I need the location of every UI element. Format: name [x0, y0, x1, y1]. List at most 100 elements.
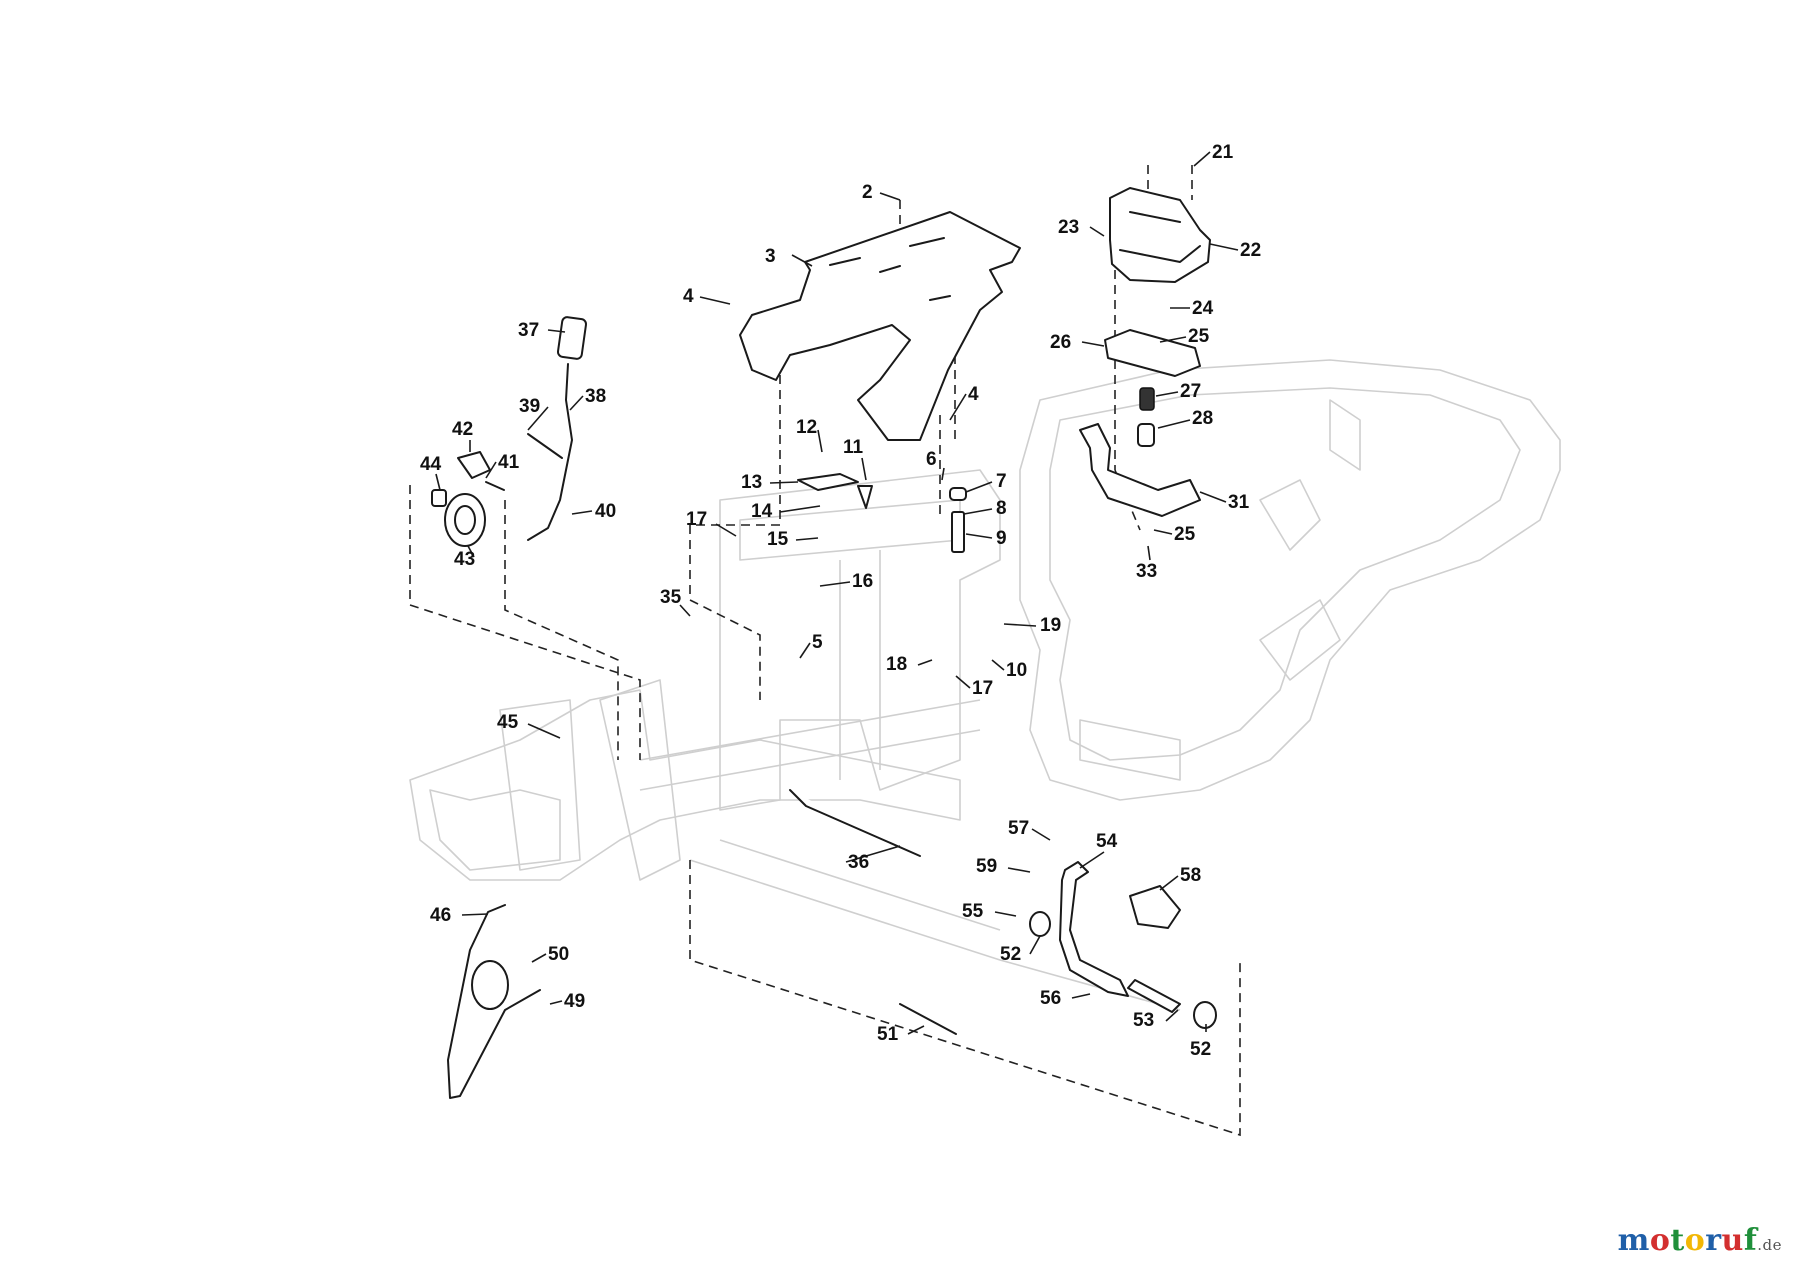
callout-24: 24 — [1192, 298, 1214, 319]
leader-line-55 — [907, 1025, 925, 1035]
callout-8: 8 — [996, 498, 1007, 519]
watermark-letter: t — [1670, 1223, 1685, 1258]
callout-40: 40 — [595, 501, 616, 522]
callout-54: 54 — [1096, 831, 1118, 852]
spring-27 — [1139, 387, 1155, 411]
callout-10: 10 — [1006, 660, 1027, 681]
leader-line-53 — [1165, 1009, 1179, 1022]
leader-line-35 — [1159, 336, 1187, 343]
callout-11: 11 — [843, 437, 864, 458]
watermark-tld: .de — [1757, 1236, 1782, 1254]
callout-50: 50 — [548, 944, 569, 965]
callout-58: 58 — [1180, 865, 1201, 886]
callout-57: 57 — [1008, 818, 1029, 839]
callout-21: 21 — [1212, 142, 1234, 163]
callout-59: 59 — [976, 856, 997, 877]
callout-39: 39 — [519, 396, 540, 417]
leader-line-25 — [799, 642, 811, 659]
leader-line-18 — [965, 533, 993, 539]
callout-26: 26 — [1050, 332, 1071, 353]
leader-line-39 — [1153, 529, 1173, 535]
callout-16: 16 — [852, 571, 873, 592]
pedal-arm-54 — [1059, 861, 1129, 997]
belt-pulley — [471, 960, 509, 1010]
leader-line-27 — [955, 675, 971, 689]
leader-line-32 — [1209, 243, 1239, 251]
callout-45: 45 — [497, 712, 519, 733]
leader-line-19 — [769, 481, 799, 484]
leader-line-12 — [467, 545, 475, 558]
leader-line-28 — [1003, 623, 1037, 627]
leader-line-34 — [1081, 341, 1105, 347]
leader-line-14 — [861, 457, 867, 481]
leader-line-29 — [991, 659, 1005, 671]
callout-55: 55 — [962, 901, 984, 922]
callout-28: 28 — [1192, 408, 1213, 429]
bushing-52b — [1193, 1001, 1217, 1029]
leader-line-23 — [819, 581, 851, 587]
watermark-letter: r — [1705, 1223, 1722, 1258]
callout-5: 5 — [812, 632, 823, 653]
callout-25b: 25 — [1174, 524, 1196, 545]
callout-22: 22 — [1240, 240, 1261, 261]
watermark-letter: f — [1743, 1223, 1758, 1258]
callout-4b: 4 — [968, 384, 979, 405]
leader-line-42 — [845, 845, 901, 863]
pin-51 — [899, 1003, 957, 1035]
mount-plate — [1104, 329, 1201, 377]
bracket-42 — [457, 451, 491, 479]
leader-line-2 — [791, 254, 813, 267]
leader-line-41 — [527, 723, 561, 739]
spring-9 — [951, 511, 965, 553]
leader-line-49 — [461, 913, 489, 916]
leader-line-9 — [485, 461, 497, 479]
callout-31: 31 — [1228, 492, 1250, 513]
upper-housing — [1109, 187, 1211, 283]
watermark-letter: o — [1649, 1223, 1671, 1258]
leader-line-24 — [679, 604, 691, 617]
sleeve-37 — [556, 316, 588, 360]
leader-line-38 — [1199, 491, 1227, 503]
leader-line-22 — [715, 523, 737, 537]
rod-53 — [1127, 979, 1181, 1013]
leader-line-40 — [1147, 545, 1151, 561]
callout-46: 46 — [430, 905, 451, 926]
leader-line-20 — [779, 505, 821, 513]
console-bracket — [739, 211, 1021, 441]
callout-18: 18 — [886, 654, 907, 675]
leader-line-13 — [817, 429, 823, 453]
leader-line-6 — [569, 395, 584, 411]
callout-19: 19 — [1040, 615, 1061, 636]
bushing-52a — [1029, 911, 1051, 937]
leader-line-43 — [1031, 828, 1051, 841]
spring-39 — [527, 433, 563, 459]
callout-44: 44 — [420, 454, 442, 475]
callout-35: 35 — [660, 587, 682, 608]
leader-line-45 — [1007, 867, 1031, 873]
callout-23: 23 — [1058, 217, 1079, 238]
callout-3: 3 — [765, 246, 776, 267]
callout-49: 49 — [564, 991, 585, 1012]
leader-line-48 — [1029, 935, 1041, 955]
callout-33: 33 — [1136, 561, 1157, 582]
callout-4: 4 — [683, 286, 694, 307]
callout-14: 14 — [751, 501, 773, 522]
bracket-31 — [1079, 423, 1201, 517]
bolt-41 — [485, 481, 505, 491]
leader-line-50 — [531, 953, 547, 963]
plunger-7 — [949, 487, 967, 501]
callout-43: 43 — [454, 549, 475, 570]
callout-53: 53 — [1133, 1010, 1154, 1031]
leader-line-36 — [1155, 391, 1179, 397]
parts — [431, 187, 1217, 1099]
callout-52b: 52 — [1190, 1039, 1211, 1060]
rod-38 — [527, 363, 573, 541]
pedal-58 — [1129, 885, 1181, 929]
callout-2: 2 — [862, 182, 873, 203]
leader-line-26 — [917, 659, 933, 666]
callout-41: 41 — [498, 452, 520, 473]
callout-52: 52 — [1000, 944, 1021, 965]
callout-15: 15 — [767, 529, 789, 550]
callout-37: 37 — [518, 320, 539, 341]
